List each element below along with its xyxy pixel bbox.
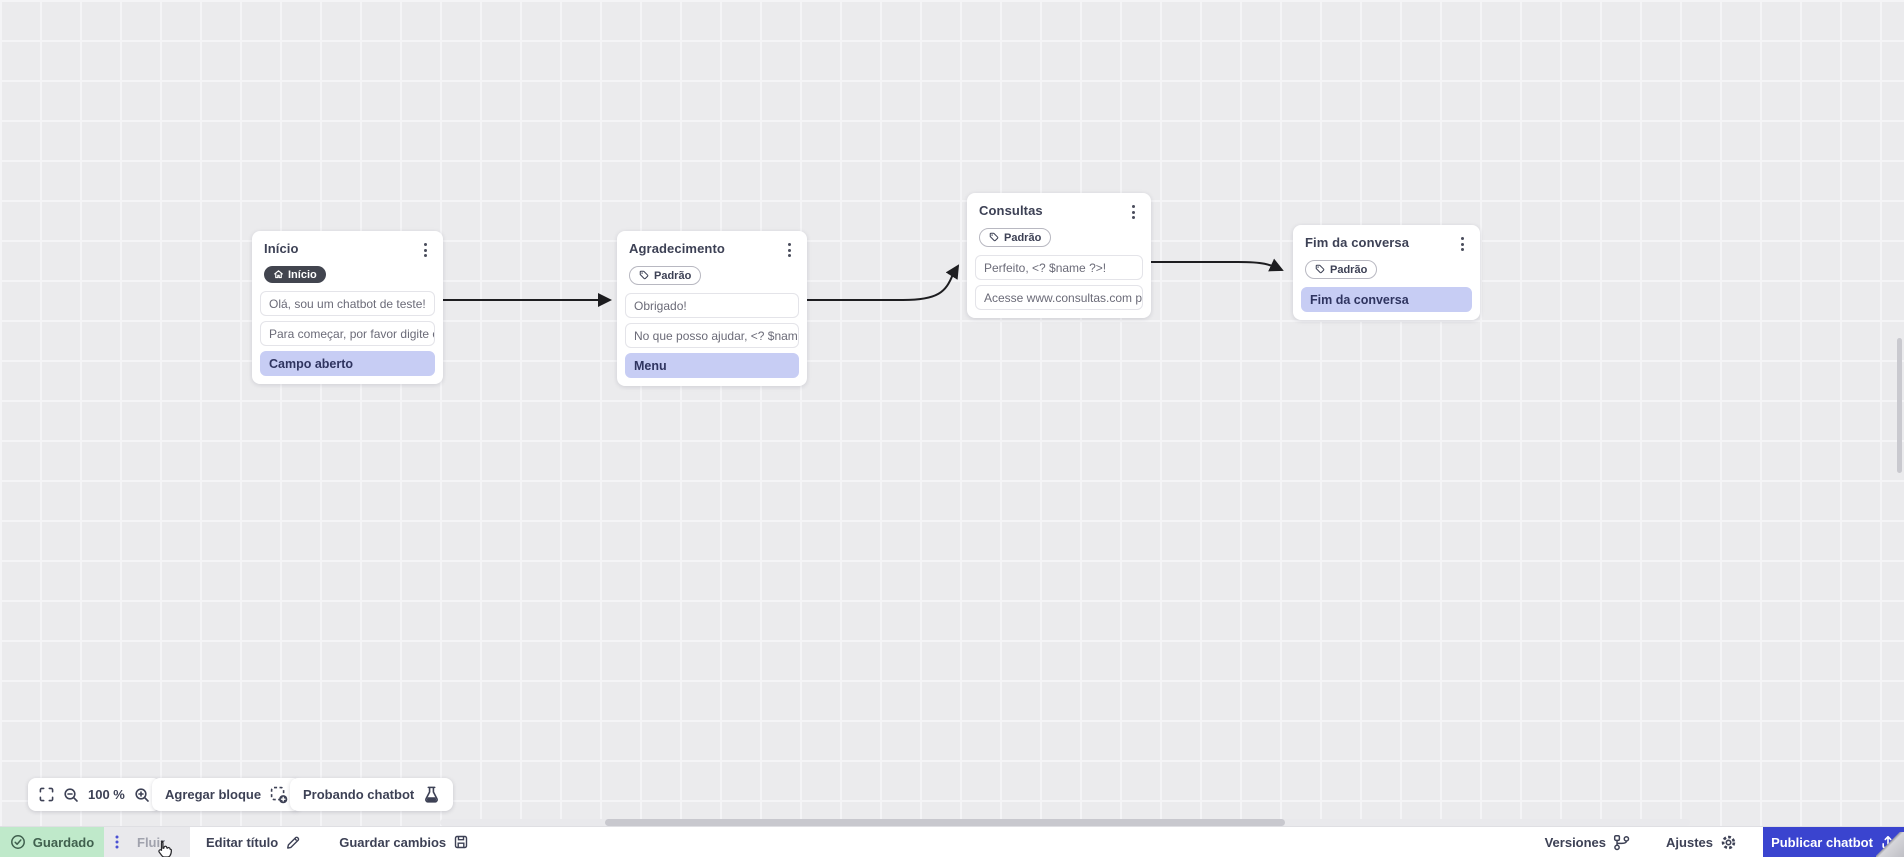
node-badge: Padrão [629,266,702,286]
node-menu-kebab-icon[interactable] [1457,235,1468,253]
status-bar: Guardado Fluir Editar título Guardar cam… [0,826,1904,857]
edge-consultas-fim [1151,258,1284,272]
node-row-action[interactable]: Menu [625,353,799,379]
node-row-message[interactable]: Perfeito, <? $name ?>! [975,255,1143,281]
node-badge: Padrão [979,228,1052,248]
node-menu-kebab-icon[interactable] [1128,203,1139,221]
flow-canvas[interactable]: Início Início Olá, sou um chatbot de tes… [0,0,1904,826]
git-branch-icon [1613,834,1630,850]
node-title: Consultas [979,203,1043,218]
zoom-level-value: 100 % [88,787,125,802]
edge-agradecimento-consultas [807,264,960,301]
add-block-button[interactable]: Agregar bloque [152,778,302,811]
node-title: Início [264,241,299,256]
zoom-out-icon[interactable] [63,787,79,803]
add-block-icon [270,786,288,803]
tag-icon [989,232,999,242]
edit-title-button[interactable]: Editar título [206,827,301,857]
saved-status-badge: Guardado [0,827,104,857]
node-row-message[interactable]: No que posso ajudar, <? $name ... [625,323,799,349]
flask-icon [425,786,439,803]
gear-icon [1721,835,1736,849]
node-badge: Padrão [1305,260,1378,280]
node-menu-kebab-icon[interactable] [784,241,795,259]
horizontal-scrollbar-track[interactable] [440,819,1690,826]
node-row-message[interactable]: Obrigado! [625,293,799,319]
flow-node-inicio[interactable]: Início Início Olá, sou um chatbot de tes… [252,231,443,385]
fit-screen-icon[interactable] [39,787,54,802]
tag-icon [639,270,649,280]
versions-button[interactable]: Versiones [1545,827,1630,857]
status-bar-spacer [469,827,1544,857]
check-circle-icon [10,835,25,849]
zoom-in-icon[interactable] [134,787,150,803]
flow-node-consultas[interactable]: Consultas Padrão Perfeito, <? $name ?>! … [967,193,1151,319]
node-row-action[interactable]: Campo aberto [260,351,435,377]
vertical-scrollbar-thumb[interactable] [1897,338,1902,473]
node-menu-kebab-icon[interactable] [420,241,431,259]
node-row-message[interactable]: Olá, sou um chatbot de teste! [260,291,435,317]
pencil-icon [287,836,300,849]
canvas-zoom-toolbar: 100 % [28,778,161,811]
node-title: Fim da conversa [1305,235,1410,250]
test-chatbot-button[interactable]: Probando chatbot [290,778,454,811]
save-changes-button[interactable]: Guardar cambios [339,827,469,857]
node-title: Agradecimento [629,241,725,256]
flow-node-agradecimento[interactable]: Agradecimento Padrão Obrigado! No que po… [617,231,807,387]
node-row-action[interactable]: Fim da conversa [1301,287,1472,313]
flow-node-fim-da-conversa[interactable]: Fim da conversa Padrão Fim da conversa [1293,225,1480,321]
resize-grip[interactable] [1876,832,1904,857]
tab-flow[interactable]: Fluir [104,827,190,857]
floppy-icon [454,835,468,849]
home-icon [274,270,283,279]
node-row-message[interactable]: Acesse www.consultas.com par... [975,285,1143,311]
tag-icon [1315,264,1325,274]
node-badge: Início [264,266,326,284]
horizontal-scrollbar-thumb[interactable] [605,819,1285,826]
drag-handle-kebab-icon [115,835,119,849]
node-row-message[interactable]: Para começar, por favor digite o ... [260,321,435,347]
settings-button[interactable]: Ajustes [1666,827,1737,857]
